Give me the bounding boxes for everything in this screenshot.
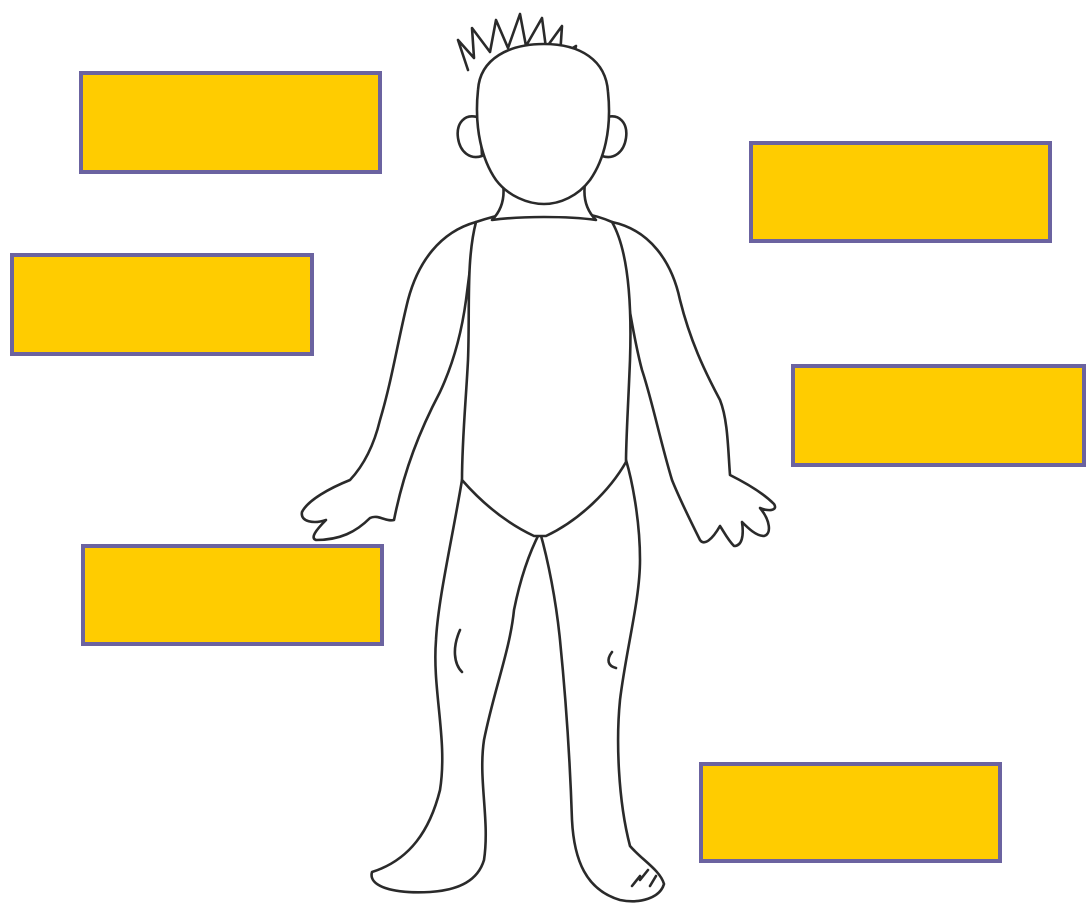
label-box-2[interactable] (10, 253, 314, 356)
left-leg (372, 480, 540, 892)
label-box-1[interactable] (79, 71, 382, 174)
head (477, 44, 609, 204)
label-box-5[interactable] (791, 364, 1086, 467)
left-arm (302, 222, 476, 540)
torso (462, 210, 630, 536)
label-box-3[interactable] (81, 544, 384, 646)
label-box-4[interactable] (749, 141, 1052, 243)
label-box-6[interactable] (699, 762, 1002, 863)
right-arm (612, 222, 775, 546)
